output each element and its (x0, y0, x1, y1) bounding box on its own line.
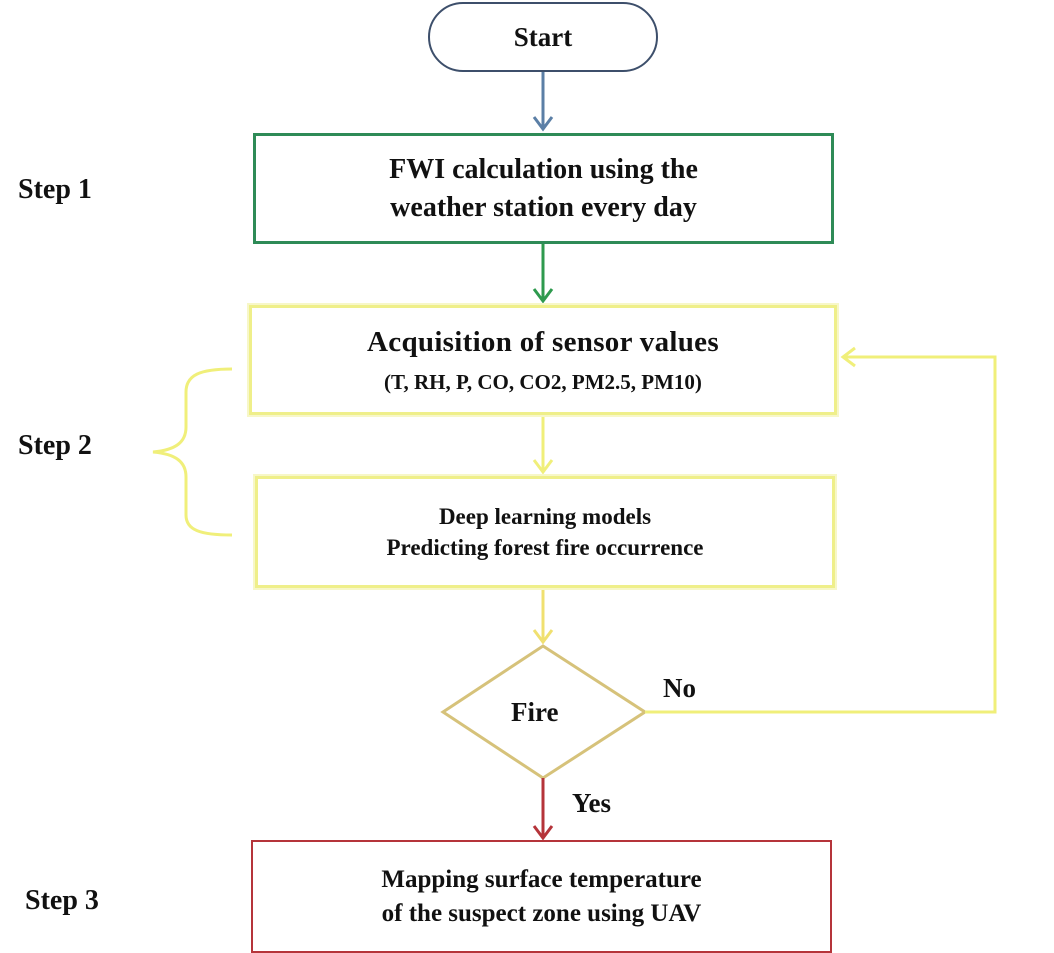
deep-learning-line-2: Predicting forest fire occurrence (386, 535, 704, 560)
acquisition-title: Acquisition of sensor values (367, 326, 719, 359)
fwi-line-1: FWI calculation using the (389, 153, 698, 185)
start-terminal: Start (428, 2, 658, 72)
no-loop-connector (645, 346, 997, 714)
mapping-line-1: Mapping surface temperature (381, 865, 702, 893)
fwi-line-2: weather station every day (390, 191, 697, 223)
yes-edge-label: Yes (572, 788, 611, 818)
acquisition-sensors: (T, RH, P, CO, CO2, PM2.5, PM10) (384, 370, 702, 395)
fire-decision-label: Fire (511, 697, 559, 727)
step-1-label: Step 1 (18, 174, 92, 205)
arrow-start-to-fwi (532, 72, 554, 132)
deep-learning-box: Deep learning models Predicting forest f… (255, 476, 835, 588)
arrow-deep-learning-to-fire (532, 590, 554, 645)
start-label: Start (513, 21, 573, 52)
arrow-fire-yes-to-mapping (532, 778, 554, 841)
surface-temperature-mapping-box: Mapping surface temperature of the suspe… (251, 840, 832, 953)
deep-learning-line-1: Deep learning models (438, 503, 652, 529)
arrow-acquisition-to-deep-learning (532, 417, 554, 475)
mapping-line-2: of the suspect zone using UAV (381, 899, 702, 927)
fwi-calculation-box: FWI calculation using the weather statio… (253, 133, 834, 244)
step-3-label: Step 3 (25, 885, 99, 916)
step-2-label: Step 2 (18, 430, 92, 461)
arrow-fwi-to-acquisition (532, 244, 554, 304)
step2-brace (152, 367, 233, 537)
no-edge-label: No (663, 673, 696, 703)
sensor-acquisition-box: Acquisition of sensor values (T, RH, P, … (249, 305, 837, 415)
